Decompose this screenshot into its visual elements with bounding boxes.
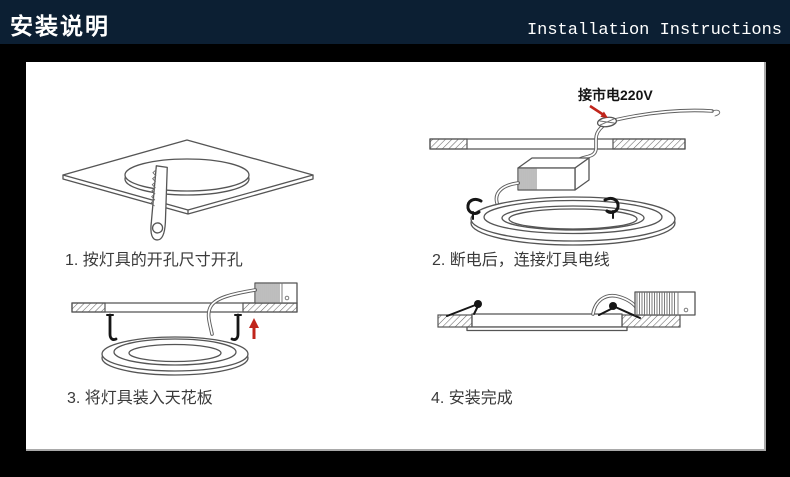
mains-arrow-head xyxy=(600,111,608,118)
lamp-trim-lip xyxy=(466,326,628,332)
step4-illustration xyxy=(437,291,696,332)
ceiling-hatch-left xyxy=(429,138,468,150)
spring-clip-right xyxy=(603,196,620,214)
wire-connector xyxy=(596,116,618,128)
page-title-zh: 安装说明 xyxy=(10,13,110,39)
step4-caption: 4. 安装完成 xyxy=(431,390,513,407)
step2-illustration: 接市电220V xyxy=(429,87,721,246)
push-up-arrow-head xyxy=(249,318,259,328)
cutout-hole xyxy=(124,158,250,192)
spring-clip-left xyxy=(466,197,483,215)
ceiling-hatch-left xyxy=(71,302,106,313)
step2-caption: 2. 断电后，连接灯具电线 xyxy=(432,252,610,269)
step1-illustration xyxy=(62,139,314,241)
step3-illustration xyxy=(71,282,298,376)
ceiling-hatch-right xyxy=(612,138,686,150)
step3-caption: 3. 将灯具装入天花板 xyxy=(67,390,213,407)
mounting-pin-right xyxy=(230,313,240,341)
driver-box xyxy=(254,282,298,304)
driver-box xyxy=(517,157,590,191)
ceiling-hatch-right xyxy=(242,302,298,313)
downlight xyxy=(101,336,249,376)
installation-figure: 接市电220V xyxy=(62,87,721,376)
step1-caption: 1. 按灯具的开孔尺寸开孔 xyxy=(65,252,243,269)
mains-wire-curl xyxy=(711,109,721,117)
ceiling-hatch-left xyxy=(437,314,473,328)
recessed-lamp-body xyxy=(471,313,623,328)
header-bar: 安装说明 Installation Instructions xyxy=(0,0,790,44)
spring-clip-right xyxy=(598,302,641,319)
content-panel: 接市电220V xyxy=(26,62,766,451)
downlight xyxy=(470,196,676,246)
mains-voltage-label: 接市电220V xyxy=(578,87,653,103)
page-title-en: Installation Instructions xyxy=(526,21,782,40)
spring-clip-left xyxy=(446,300,482,317)
ceiling-hatch-right xyxy=(621,314,681,328)
mains-arrow-icon xyxy=(589,104,604,116)
ceiling-tile-edge xyxy=(62,174,314,215)
mounting-pin-left xyxy=(108,313,118,341)
hole-saw-tool xyxy=(150,165,168,241)
driver-box xyxy=(634,291,696,316)
